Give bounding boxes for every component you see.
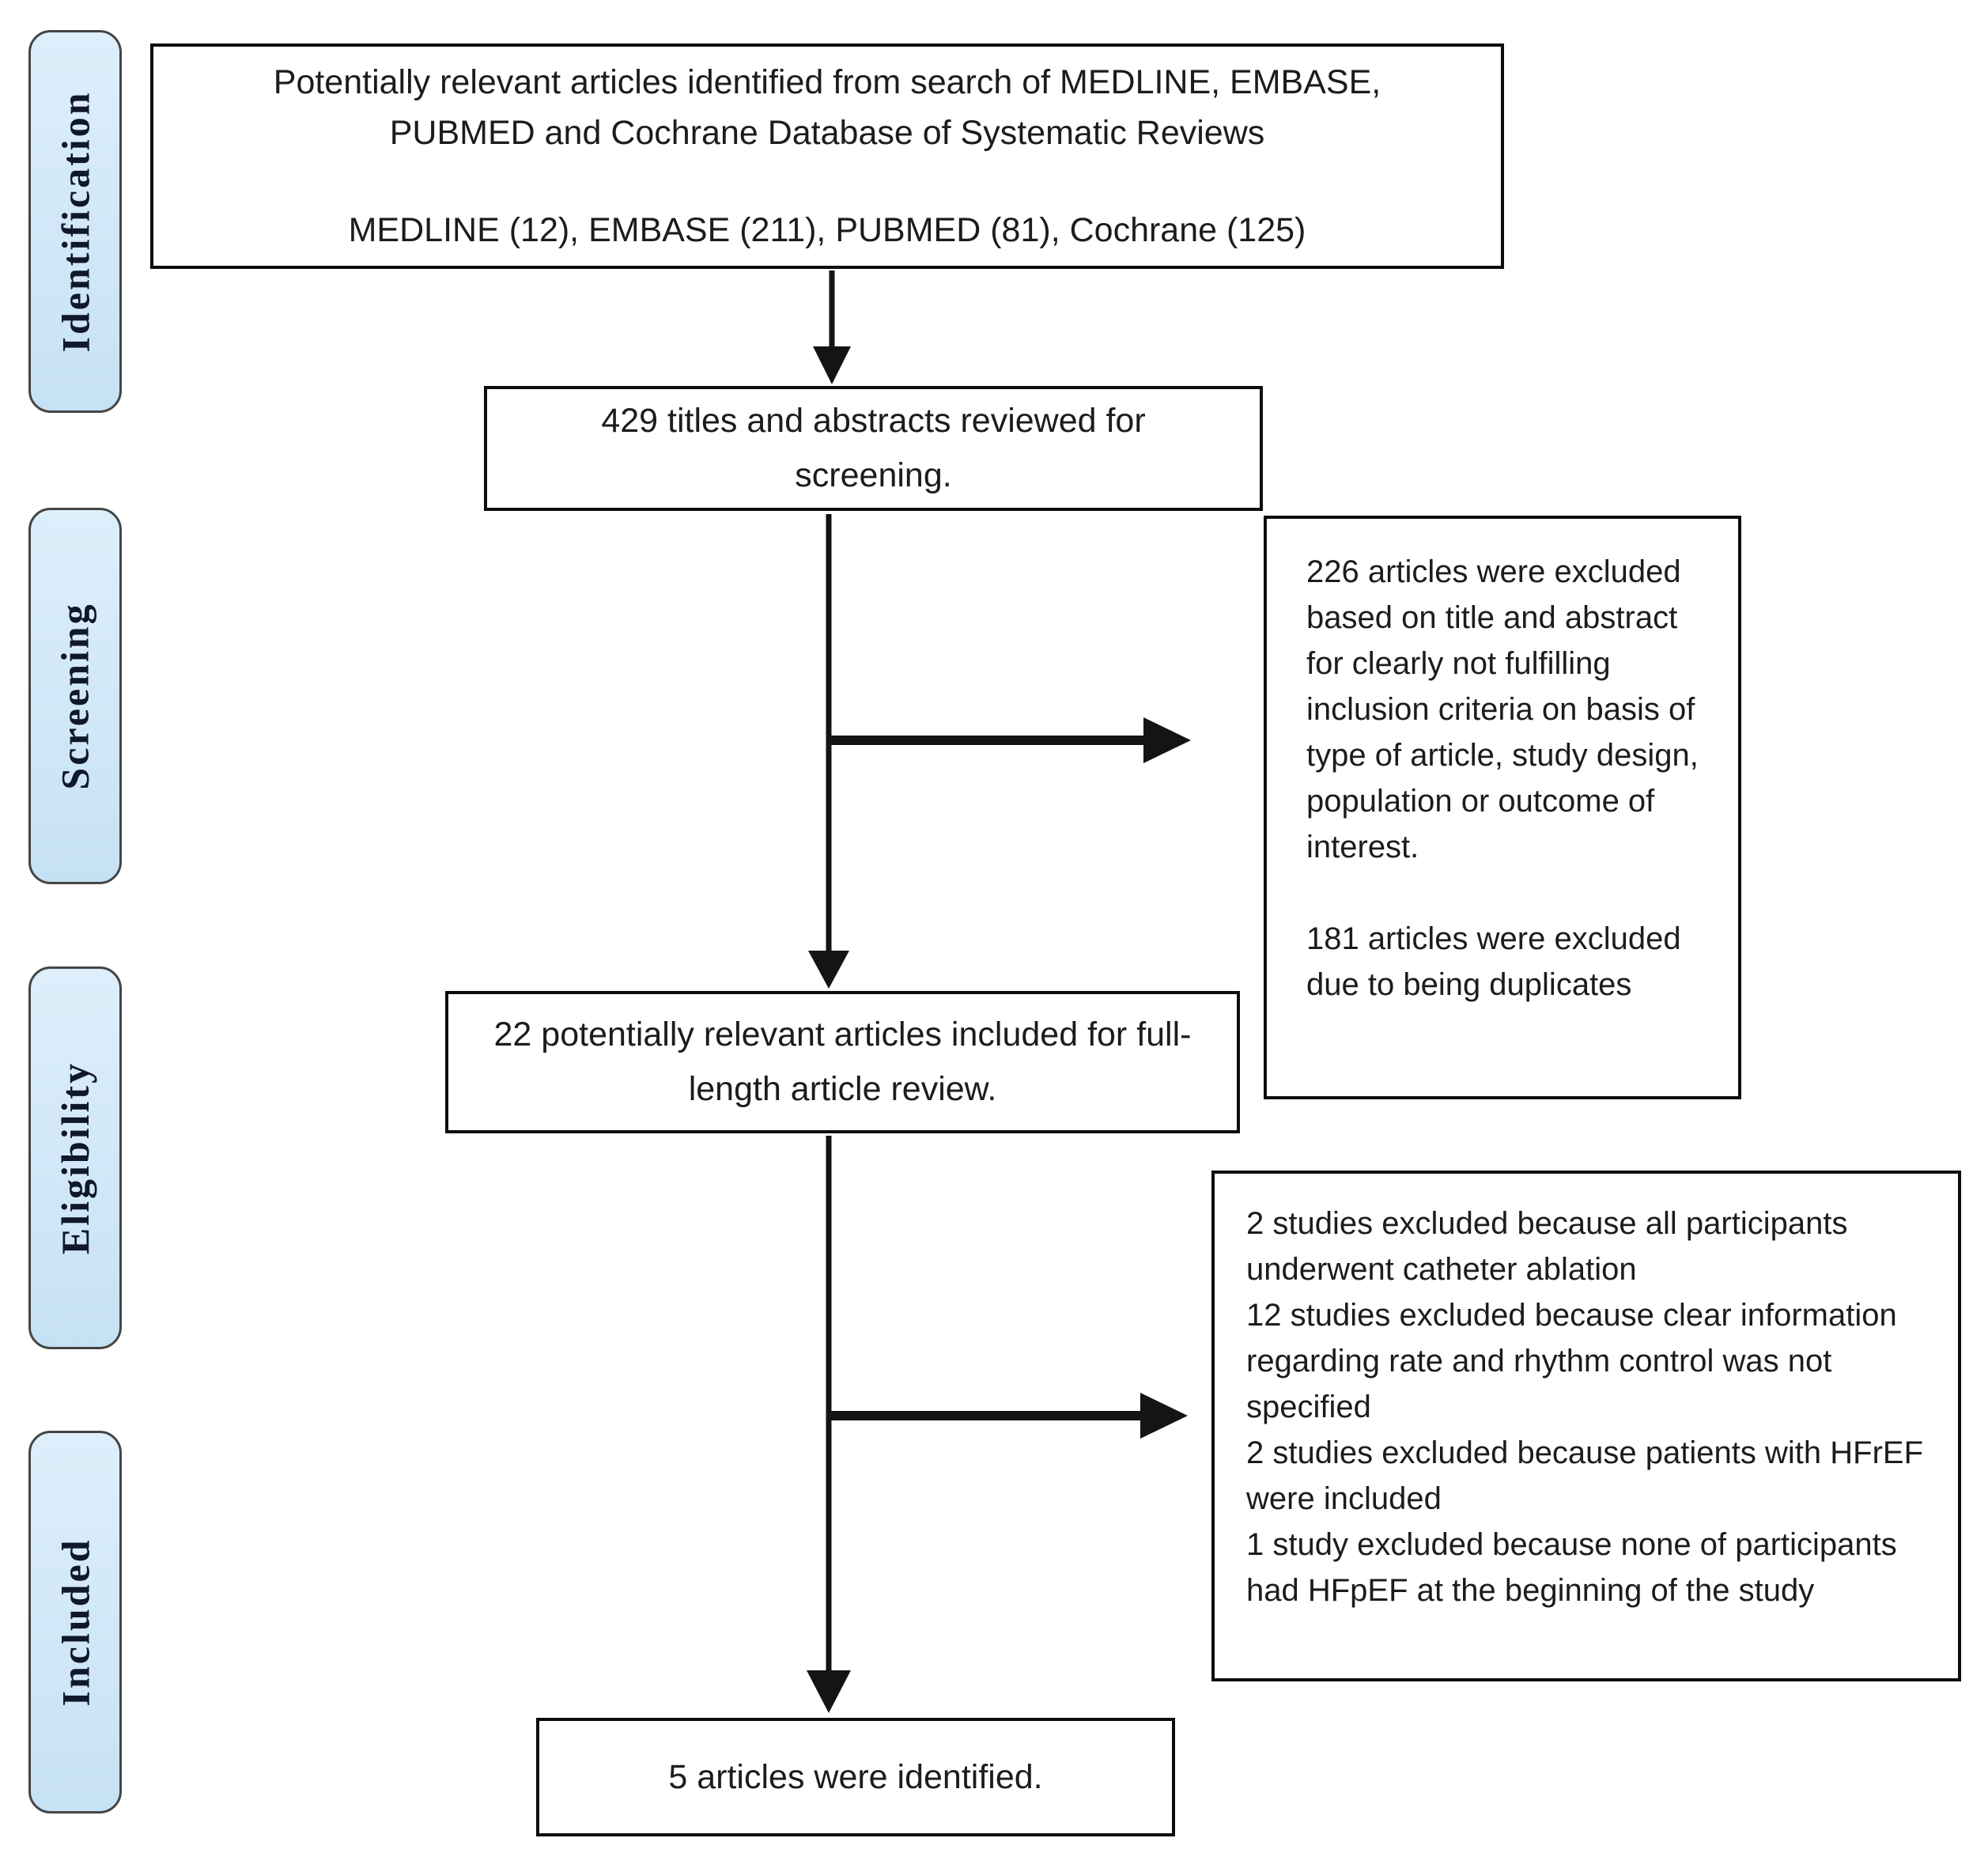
excluded-eligibility-item-4: 1 study excluded because none of partici… — [1246, 1527, 1897, 1608]
arrow-identified-to-screened — [813, 270, 851, 384]
stage-screening-label: Screening — [53, 602, 97, 790]
stage-eligibility: Eligibility — [28, 966, 122, 1349]
stage-included-label: Included — [53, 1537, 97, 1707]
arrow-fulltext-to-final — [807, 1136, 851, 1713]
excluded-eligibility-item-2: 12 studies excluded because clear inform… — [1246, 1298, 1897, 1424]
stage-identification-label: Identification — [53, 90, 97, 353]
arrow-branch-screening-exclusions — [829, 717, 1191, 763]
stage-included: Included — [28, 1431, 122, 1814]
box-fulltext-review: 22 potentially relevant articles include… — [445, 991, 1240, 1133]
box-excluded-eligibility: 2 studies excluded because all participa… — [1211, 1171, 1961, 1681]
box-fulltext-review-text: 22 potentially relevant articles include… — [493, 1015, 1192, 1108]
excluded-screening-item-2: 181 articles were excluded due to being … — [1306, 921, 1681, 1002]
box-identified-counts: MEDLINE (12), EMBASE (211), PUBMED (81),… — [348, 210, 1306, 249]
stage-identification: Identification — [28, 30, 122, 413]
excluded-eligibility-item-3: 2 studies excluded because patients with… — [1246, 1435, 1923, 1516]
box-identified-text: Potentially relevant articles identified… — [273, 62, 1381, 153]
arrow-branch-eligibility-exclusions — [829, 1393, 1188, 1439]
stage-screening: Screening — [28, 508, 122, 884]
excluded-screening-item-1: 226 articles were excluded based on titl… — [1306, 554, 1699, 864]
box-identified: Potentially relevant articles identified… — [150, 43, 1504, 269]
box-final-included-text: 5 articles were identified. — [668, 1757, 1043, 1796]
box-excluded-screening: 226 articles were excluded based on titl… — [1264, 516, 1741, 1099]
box-screened-text: 429 titles and abstracts reviewed for sc… — [601, 402, 1146, 494]
stage-eligibility-label: Eligibility — [53, 1061, 98, 1255]
box-final-included: 5 articles were identified. — [536, 1718, 1175, 1836]
box-screened: 429 titles and abstracts reviewed for sc… — [484, 386, 1263, 511]
excluded-eligibility-item-1: 2 studies excluded because all participa… — [1246, 1206, 1848, 1287]
arrow-screened-to-fulltext — [808, 514, 849, 989]
